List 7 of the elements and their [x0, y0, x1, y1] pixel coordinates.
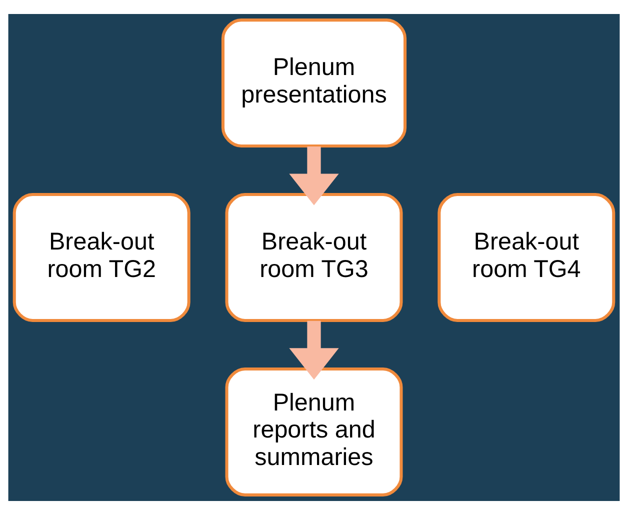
- node-box: Break-out room TG2: [12, 192, 190, 322]
- arrow: [289, 146, 339, 205]
- node-box: Plenum reports and summaries: [225, 367, 403, 496]
- node-box: Break-out room TG3: [225, 192, 403, 322]
- arrow: [289, 320, 339, 380]
- node-box: Break-out room TG4: [438, 192, 616, 322]
- node-box: Plenum presentations: [221, 18, 407, 147]
